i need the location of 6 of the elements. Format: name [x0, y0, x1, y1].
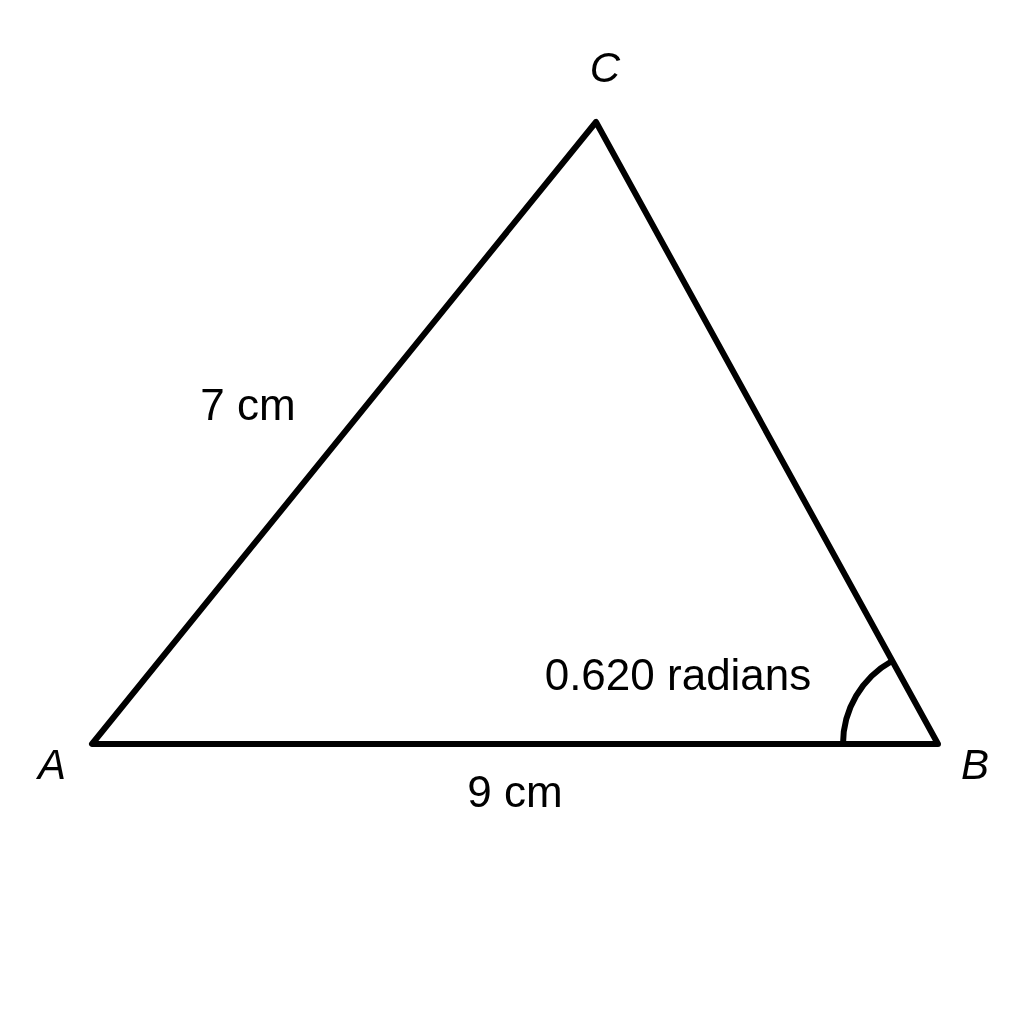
vertex-label: C [589, 47, 621, 89]
vertex-label: B [961, 744, 989, 786]
angle-label: 0.620 radians [544, 653, 812, 697]
side-length-label: 9 cm [467, 770, 563, 814]
vertex-label: A [38, 744, 66, 786]
side-length-label: 7 cm [200, 383, 296, 427]
